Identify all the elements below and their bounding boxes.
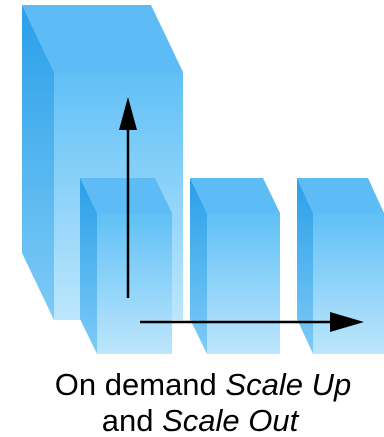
caption-line-2-emphasis: Scale Out	[162, 403, 300, 437]
scale-up-arrow	[119, 97, 137, 298]
caption-line-2-prefix: and	[102, 403, 162, 437]
small-block-3-front-face	[313, 213, 384, 354]
large-block-top-face	[22, 5, 183, 72]
small-block-1-front-face	[97, 213, 172, 354]
caption-line-1-emphasis: Scale Up	[225, 367, 351, 402]
caption-line-2: and Scale Out	[102, 403, 300, 437]
small-block-1-top-face	[80, 178, 172, 213]
small-block-2-side-face	[190, 178, 207, 354]
caption-line-1-prefix: On demand	[55, 367, 226, 402]
small-block-2-top-face	[190, 178, 280, 213]
small-block-1-side-face	[80, 178, 97, 354]
caption-line-1: On demand Scale Up	[55, 367, 351, 402]
small-block-2-front-face	[207, 213, 280, 354]
small-block-3	[297, 178, 384, 354]
scale-out-arrow-head	[330, 312, 364, 332]
scale-out-arrow	[140, 312, 364, 332]
small-block-3-side-face	[297, 178, 313, 354]
small-block-2	[190, 178, 280, 354]
small-block-1	[80, 178, 172, 354]
large-block-side-face	[22, 5, 54, 320]
small-block-3-top-face	[297, 178, 384, 213]
scale-up-arrow-head	[119, 97, 137, 130]
